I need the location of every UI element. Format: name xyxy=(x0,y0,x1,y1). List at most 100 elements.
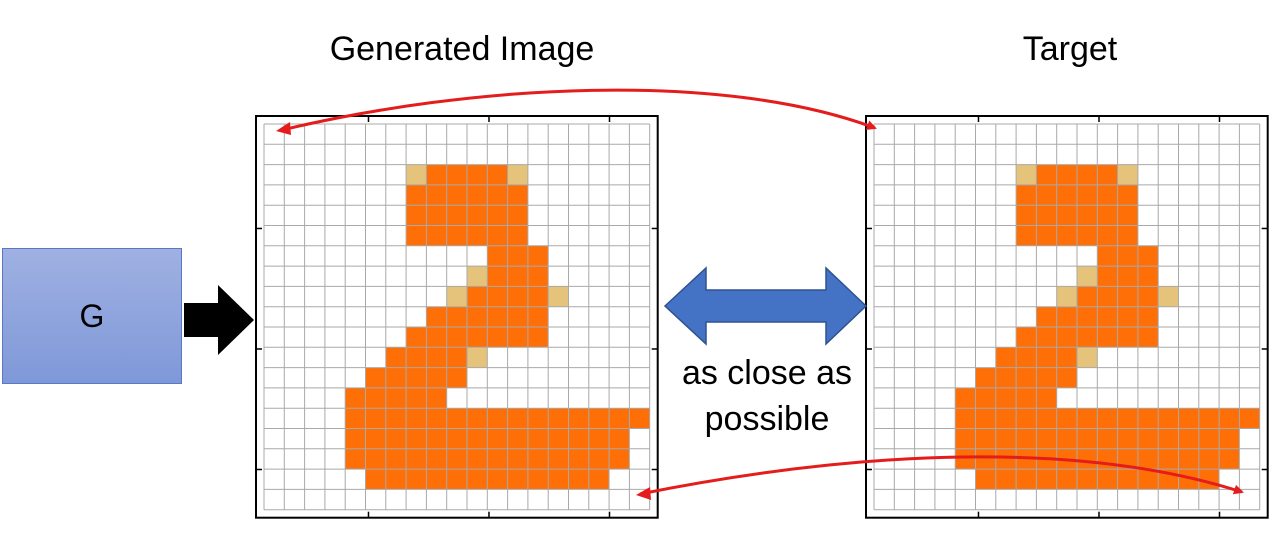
generated-pixel xyxy=(426,469,447,490)
target-pixel xyxy=(1016,327,1037,348)
generated-pixel xyxy=(426,184,447,206)
generated-pixel xyxy=(406,184,427,206)
target-pixel xyxy=(1097,164,1118,185)
target-pixel xyxy=(1036,306,1057,327)
generated-pixel xyxy=(467,428,488,449)
target-pixel xyxy=(1077,448,1098,470)
generated-pixel xyxy=(426,327,447,348)
target-pixel xyxy=(1016,469,1037,490)
target-pixel xyxy=(1117,266,1138,287)
generated-pixel xyxy=(507,428,528,449)
target-pixel xyxy=(975,469,996,490)
target-pixel xyxy=(1077,225,1098,246)
generated-pixel xyxy=(487,266,508,287)
target-pixel xyxy=(1056,205,1077,226)
generated-pixel xyxy=(527,469,549,490)
generated-pixel xyxy=(467,347,488,368)
generated-pixel xyxy=(588,408,610,429)
generated-pixel xyxy=(507,469,528,490)
generated-pixel xyxy=(426,428,447,449)
generated-pixel xyxy=(365,428,386,449)
target-pixel xyxy=(1117,306,1138,327)
target-pixel xyxy=(1178,428,1199,449)
target-pixel xyxy=(1036,347,1057,368)
generated-pixel xyxy=(527,286,549,307)
generated-pixel xyxy=(588,428,610,449)
target-pixel xyxy=(1097,428,1118,449)
generated-pixel xyxy=(426,347,447,368)
target-pixel xyxy=(1056,347,1077,368)
target-pixel xyxy=(1158,286,1179,307)
target-pixel xyxy=(955,408,976,429)
target-pixel xyxy=(1036,469,1057,490)
generated-pixel xyxy=(406,225,427,246)
generated-pixel xyxy=(548,408,569,429)
target-pixel xyxy=(955,387,976,409)
generated-pixel xyxy=(507,408,528,429)
generated-pixel xyxy=(385,428,407,449)
generated-pixel xyxy=(446,327,467,348)
generated-pixel xyxy=(568,428,589,449)
target-pixel xyxy=(1117,408,1138,429)
target-pixel xyxy=(1056,367,1077,388)
target-pixel xyxy=(995,428,1017,449)
generated-pixel xyxy=(467,225,488,246)
generated-pixel xyxy=(446,306,467,327)
generated-pixel xyxy=(446,469,467,490)
target-pixel xyxy=(1097,306,1118,327)
target-pixel xyxy=(1117,225,1138,246)
generated-pixel xyxy=(406,327,427,348)
target-pixel xyxy=(975,408,996,429)
top-arrow-left-head xyxy=(276,122,291,135)
target-pixel xyxy=(955,448,976,470)
generated-pixel xyxy=(467,266,488,287)
generated-pixel xyxy=(385,347,407,368)
target-pixel xyxy=(1097,225,1118,246)
generated-pixel xyxy=(446,286,467,307)
generated-pixel xyxy=(406,205,427,226)
target-pixel xyxy=(1219,448,1240,470)
generated-pixel xyxy=(527,428,549,449)
generated-pixel xyxy=(507,225,528,246)
target-pixel xyxy=(1036,164,1057,185)
target-pixel xyxy=(1158,408,1179,429)
target-pixel xyxy=(1077,286,1098,307)
target-pixel xyxy=(975,367,996,388)
generated-pixel xyxy=(527,448,549,470)
target-pixel xyxy=(1016,225,1037,246)
generated-pixel xyxy=(507,184,528,206)
generated-pixel xyxy=(426,408,447,429)
generated-pixel xyxy=(568,469,589,490)
target-pixel xyxy=(1117,286,1138,307)
target-pixel xyxy=(1036,184,1057,206)
generated-pixel xyxy=(507,286,528,307)
generated-pixel xyxy=(467,408,488,429)
generated-pixel xyxy=(548,286,569,307)
generator-box: G xyxy=(2,248,182,384)
target-pixel xyxy=(1016,387,1037,409)
target-pixel xyxy=(1097,286,1118,307)
target-pixel xyxy=(1036,408,1057,429)
generated-pixel xyxy=(345,428,366,449)
target-pixel xyxy=(1137,469,1159,490)
comparison-double-arrow xyxy=(663,266,868,346)
target-pixel xyxy=(1036,205,1057,226)
generated-pixel xyxy=(507,448,528,470)
generated-pixel xyxy=(446,408,467,429)
generated-pixel xyxy=(406,387,427,409)
generated-pixel xyxy=(365,469,386,490)
target-pixel xyxy=(1097,469,1118,490)
target-pixel xyxy=(1077,205,1098,226)
target-pixel xyxy=(1077,428,1098,449)
target-pixel xyxy=(1178,469,1199,490)
target-pixel xyxy=(1137,408,1159,429)
target-frame xyxy=(865,115,1269,519)
target-pixel xyxy=(1178,448,1199,470)
generated-pixel xyxy=(426,225,447,246)
generated-pixel xyxy=(345,387,366,409)
generated-pixel xyxy=(406,469,427,490)
generated-pixel xyxy=(426,448,447,470)
target-pixel xyxy=(1117,469,1138,490)
target-pixel xyxy=(995,408,1017,429)
target-pixel xyxy=(1036,387,1057,409)
